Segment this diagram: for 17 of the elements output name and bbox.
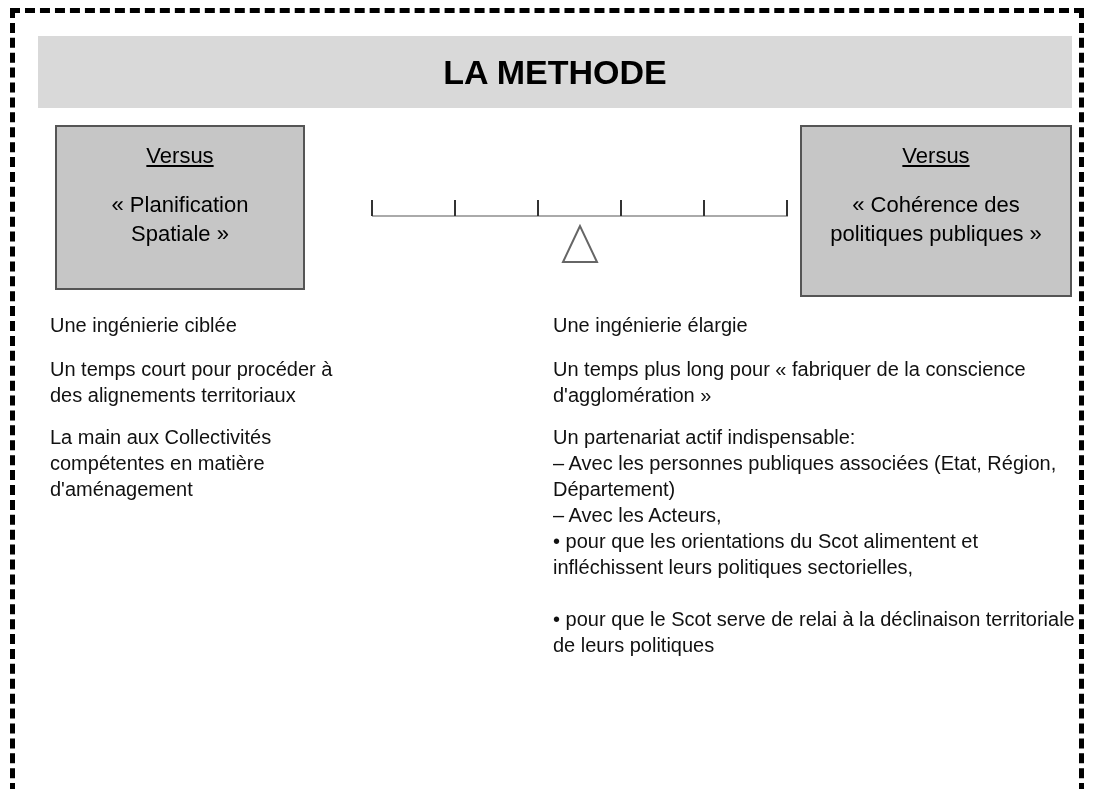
versus-box [800, 125, 1072, 297]
title: LA METHODE [443, 52, 667, 92]
text-paragraph: – Avec les personnes publiques associées (Etat, Région, Département) [553, 451, 1058, 502]
text-paragraph: Une ingénierie élargie [553, 313, 749, 338]
box-heading: Versus [146, 142, 214, 170]
text-paragraph: Un temps court pour procéder à des alignements territoriaux [50, 357, 334, 408]
text-paragraph: Un temps plus long pour « fabriquer de la conscience d'agglomération » [553, 357, 1027, 408]
text-paragraph: Un partenariat actif indispensable: [553, 425, 857, 450]
box-heading: Versus [902, 142, 970, 170]
text-paragraph: – Avec les Acteurs, [553, 503, 723, 528]
text-paragraph: • pour que le Scot serve de relai à la déclinaison territoriale de leurs politiques [553, 607, 1076, 658]
text-paragraph: Une ingénierie ciblée [50, 313, 238, 338]
box-text: « Planification Spatiale » [110, 191, 250, 248]
text-paragraph: La main aux Collectivités compétentes en matière d'aménagement [50, 425, 273, 502]
box-text: « Cohérence des politiques publiques » [829, 191, 1043, 248]
versus-box [55, 125, 305, 290]
text-paragraph: • pour que les orientations du Scot alimentent et infléchissent leurs politiques sectorielles, [553, 529, 980, 580]
